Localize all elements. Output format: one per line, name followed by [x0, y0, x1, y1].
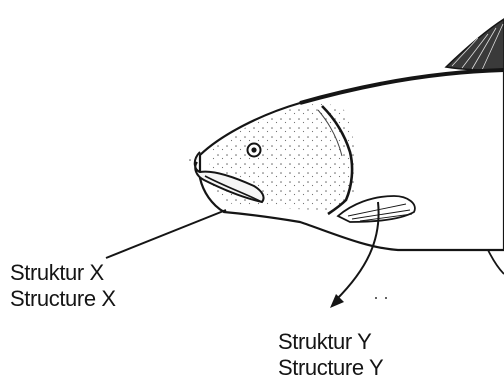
- leader-line-x: [106, 210, 226, 258]
- structure-x-label-line2: Structure X: [10, 286, 116, 312]
- structure-y-label: Struktur Y Structure Y: [278, 329, 383, 381]
- structure-y-label-line1: Struktur Y: [278, 329, 383, 355]
- structure-y-label-line2: Structure Y: [278, 355, 383, 381]
- structure-x-label: Struktur X Structure X: [10, 260, 116, 312]
- structure-x-label-line1: Struktur X: [10, 260, 116, 286]
- dorsal-fin: [446, 19, 504, 70]
- arrowhead-y: [330, 294, 344, 308]
